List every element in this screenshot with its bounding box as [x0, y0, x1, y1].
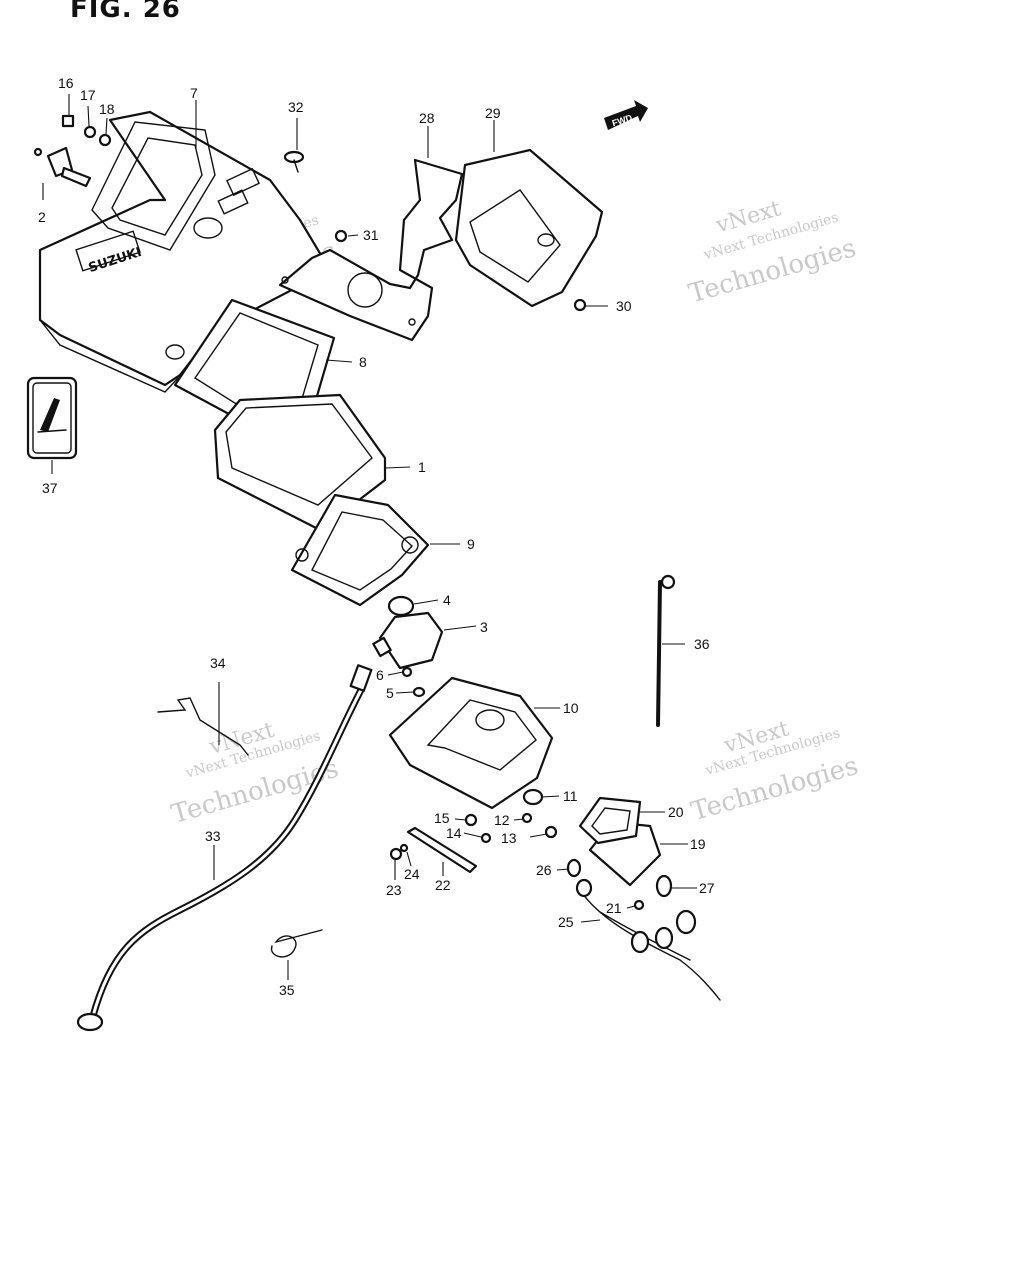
- lower-bracket-part: [388, 676, 554, 810]
- part-label-26: 26: [536, 862, 552, 878]
- washer-14-part: [480, 832, 492, 844]
- bulb-21-part: [633, 899, 645, 911]
- part-label-19: 19: [690, 836, 706, 852]
- screw-5-part: [412, 686, 426, 698]
- plate-22-part: [406, 826, 478, 874]
- rod-36-part: [656, 574, 676, 727]
- clip-35-part: [270, 929, 323, 958]
- part-label-2: 2: [38, 209, 46, 225]
- bulb-27-part: [655, 874, 673, 898]
- part-label-16: 16: [58, 75, 74, 91]
- part-label-32: 32: [288, 99, 304, 115]
- part-label-35: 35: [279, 982, 295, 998]
- part-label-29: 29: [485, 105, 501, 121]
- part-label-21: 21: [606, 900, 622, 916]
- washer-12-part: [521, 812, 533, 824]
- grommet-11-part: [522, 788, 544, 806]
- part-label-1: 1: [418, 459, 426, 475]
- part-label-23: 23: [386, 882, 402, 898]
- part-label-36: 36: [694, 636, 710, 652]
- harness-25-part: [575, 878, 721, 1001]
- fwd-arrow-icon: FWD: [604, 100, 648, 130]
- figure-title: FIG. 26: [70, 0, 181, 24]
- part-label-27: 27: [699, 880, 715, 896]
- nut-part: [98, 133, 112, 147]
- part-label-18: 18: [99, 101, 115, 117]
- part-label-24: 24: [404, 866, 420, 882]
- part-label-22: 22: [435, 877, 451, 893]
- part-label-28: 28: [419, 110, 435, 126]
- watermark-left-bottom: vNext vNext Technologies Technologies: [168, 718, 342, 830]
- part-label-20: 20: [668, 804, 684, 820]
- meter-cable-part: [76, 664, 373, 1032]
- bulb-26-part: [566, 858, 582, 878]
- headlight-housing-part: [454, 148, 604, 308]
- watermark-right-bottom: vNext vNext Technologies Technologies: [688, 716, 862, 827]
- part-labels: 1 2 3 4 5 6 7 8 9 10 11 12 13 14 15 16 1…: [38, 75, 715, 998]
- part-label-13: 13: [501, 830, 517, 846]
- part-label-9: 9: [467, 536, 475, 552]
- part-label-3: 3: [480, 619, 488, 635]
- knob-part: [33, 146, 92, 188]
- screw-32-part: [283, 150, 305, 173]
- part-label-17: 17: [80, 87, 96, 103]
- nut-15-part: [464, 813, 478, 827]
- leader-lines: [42, 94, 697, 980]
- part-label-31: 31: [363, 227, 379, 243]
- part-label-6: 6: [376, 667, 384, 683]
- part-label-25: 25: [558, 914, 574, 930]
- part-label-12: 12: [494, 812, 510, 828]
- part-label-33: 33: [205, 828, 221, 844]
- gear-box-part: [372, 611, 444, 670]
- part-label-4: 4: [443, 592, 451, 608]
- part-label-15: 15: [434, 810, 450, 826]
- part-label-8: 8: [359, 354, 367, 370]
- cover-20-part: [578, 796, 642, 845]
- o-ring-part: [387, 595, 415, 617]
- bolt-23-part: [389, 847, 403, 861]
- part-label-30: 30: [616, 298, 632, 314]
- washer-part: [83, 125, 97, 139]
- nut-13-part: [544, 825, 558, 839]
- part-label-11: 11: [563, 788, 578, 804]
- nut-31-part: [334, 229, 348, 243]
- decal-part: [26, 376, 78, 460]
- clamp-34-part: [157, 697, 249, 756]
- washer-6-part: [401, 666, 413, 678]
- part-label-7: 7: [190, 85, 198, 101]
- part-label-14: 14: [446, 825, 462, 841]
- washer-24-part: [399, 843, 409, 853]
- part-label-37: 37: [42, 480, 58, 496]
- bottom-gasket-part: [290, 493, 430, 607]
- meter-cover-part: SUZUKI: [38, 110, 332, 393]
- watermark-right-top: vNext vNext Technologies Technologies: [686, 196, 860, 309]
- screw-part: [61, 114, 75, 128]
- screw-30-part: [573, 298, 587, 312]
- bracket-28-part: [278, 158, 464, 342]
- part-label-10: 10: [563, 700, 579, 716]
- part-label-34: 34: [210, 655, 226, 671]
- part-label-5: 5: [386, 685, 394, 701]
